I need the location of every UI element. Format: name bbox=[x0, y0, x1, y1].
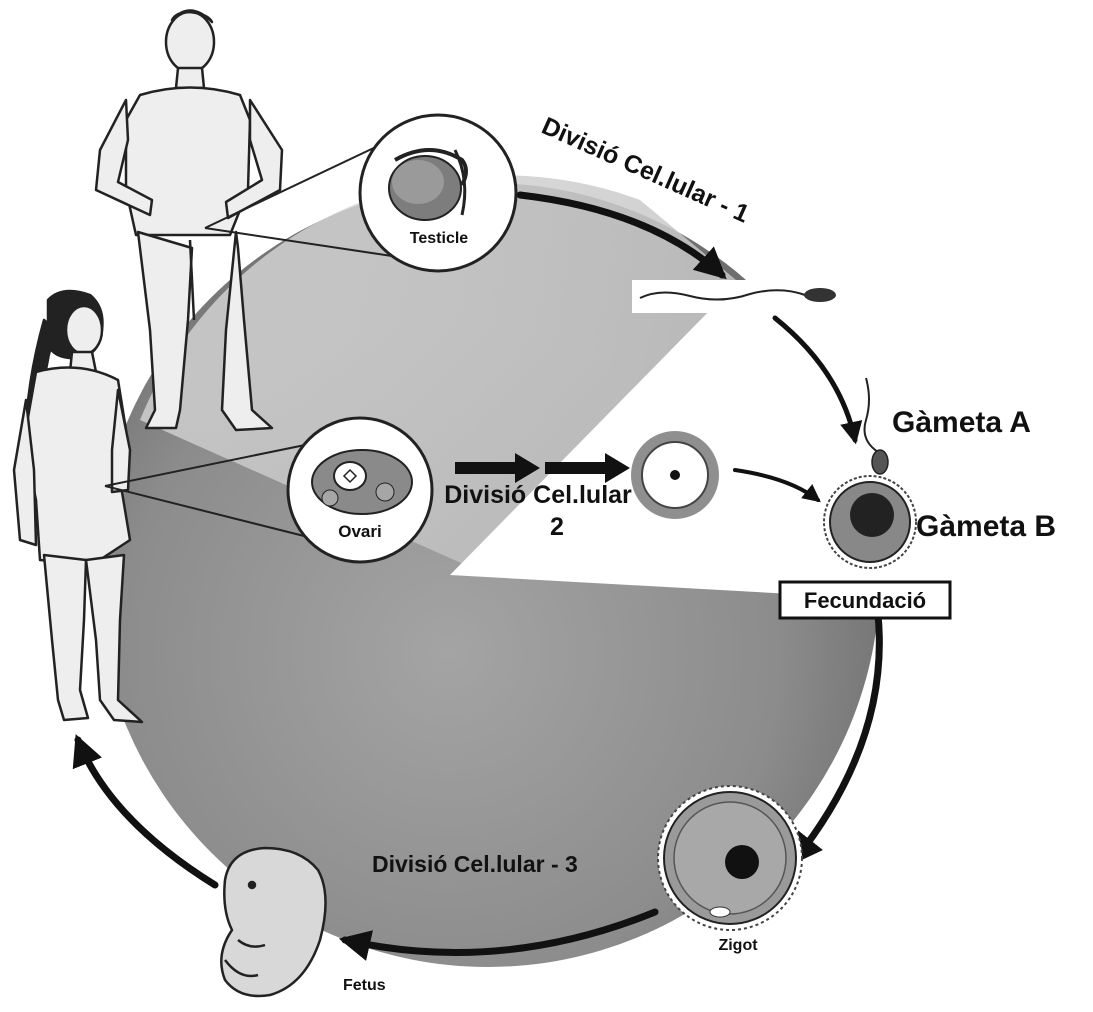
oocyte-icon bbox=[631, 431, 719, 519]
ovary-label: Ovari bbox=[338, 522, 381, 541]
testicle-label: Testicle bbox=[410, 230, 469, 247]
label-zygote: Zigot bbox=[718, 937, 758, 954]
label-fetus: Fetus bbox=[343, 977, 386, 994]
label-gamete-b: Gàmeta B bbox=[916, 510, 1056, 543]
label-gamete-a: Gàmeta A bbox=[892, 406, 1031, 439]
label-division-2-line1: Divisió Cel.lular bbox=[444, 481, 632, 509]
testicle-inset: Testicle bbox=[360, 115, 516, 271]
label-division-2-line2: 2 bbox=[550, 513, 564, 541]
label-fertilization: Fecundació bbox=[804, 588, 926, 613]
ovary-inset: Ovari bbox=[288, 418, 432, 562]
label-division-3: Divisió Cel.lular - 3 bbox=[372, 851, 578, 877]
zygote-icon bbox=[658, 786, 802, 930]
fertilization-box: Fecundació bbox=[780, 582, 950, 618]
sperm-icon bbox=[632, 280, 854, 313]
fetus-icon bbox=[221, 848, 325, 996]
ovary-icon bbox=[312, 450, 412, 514]
